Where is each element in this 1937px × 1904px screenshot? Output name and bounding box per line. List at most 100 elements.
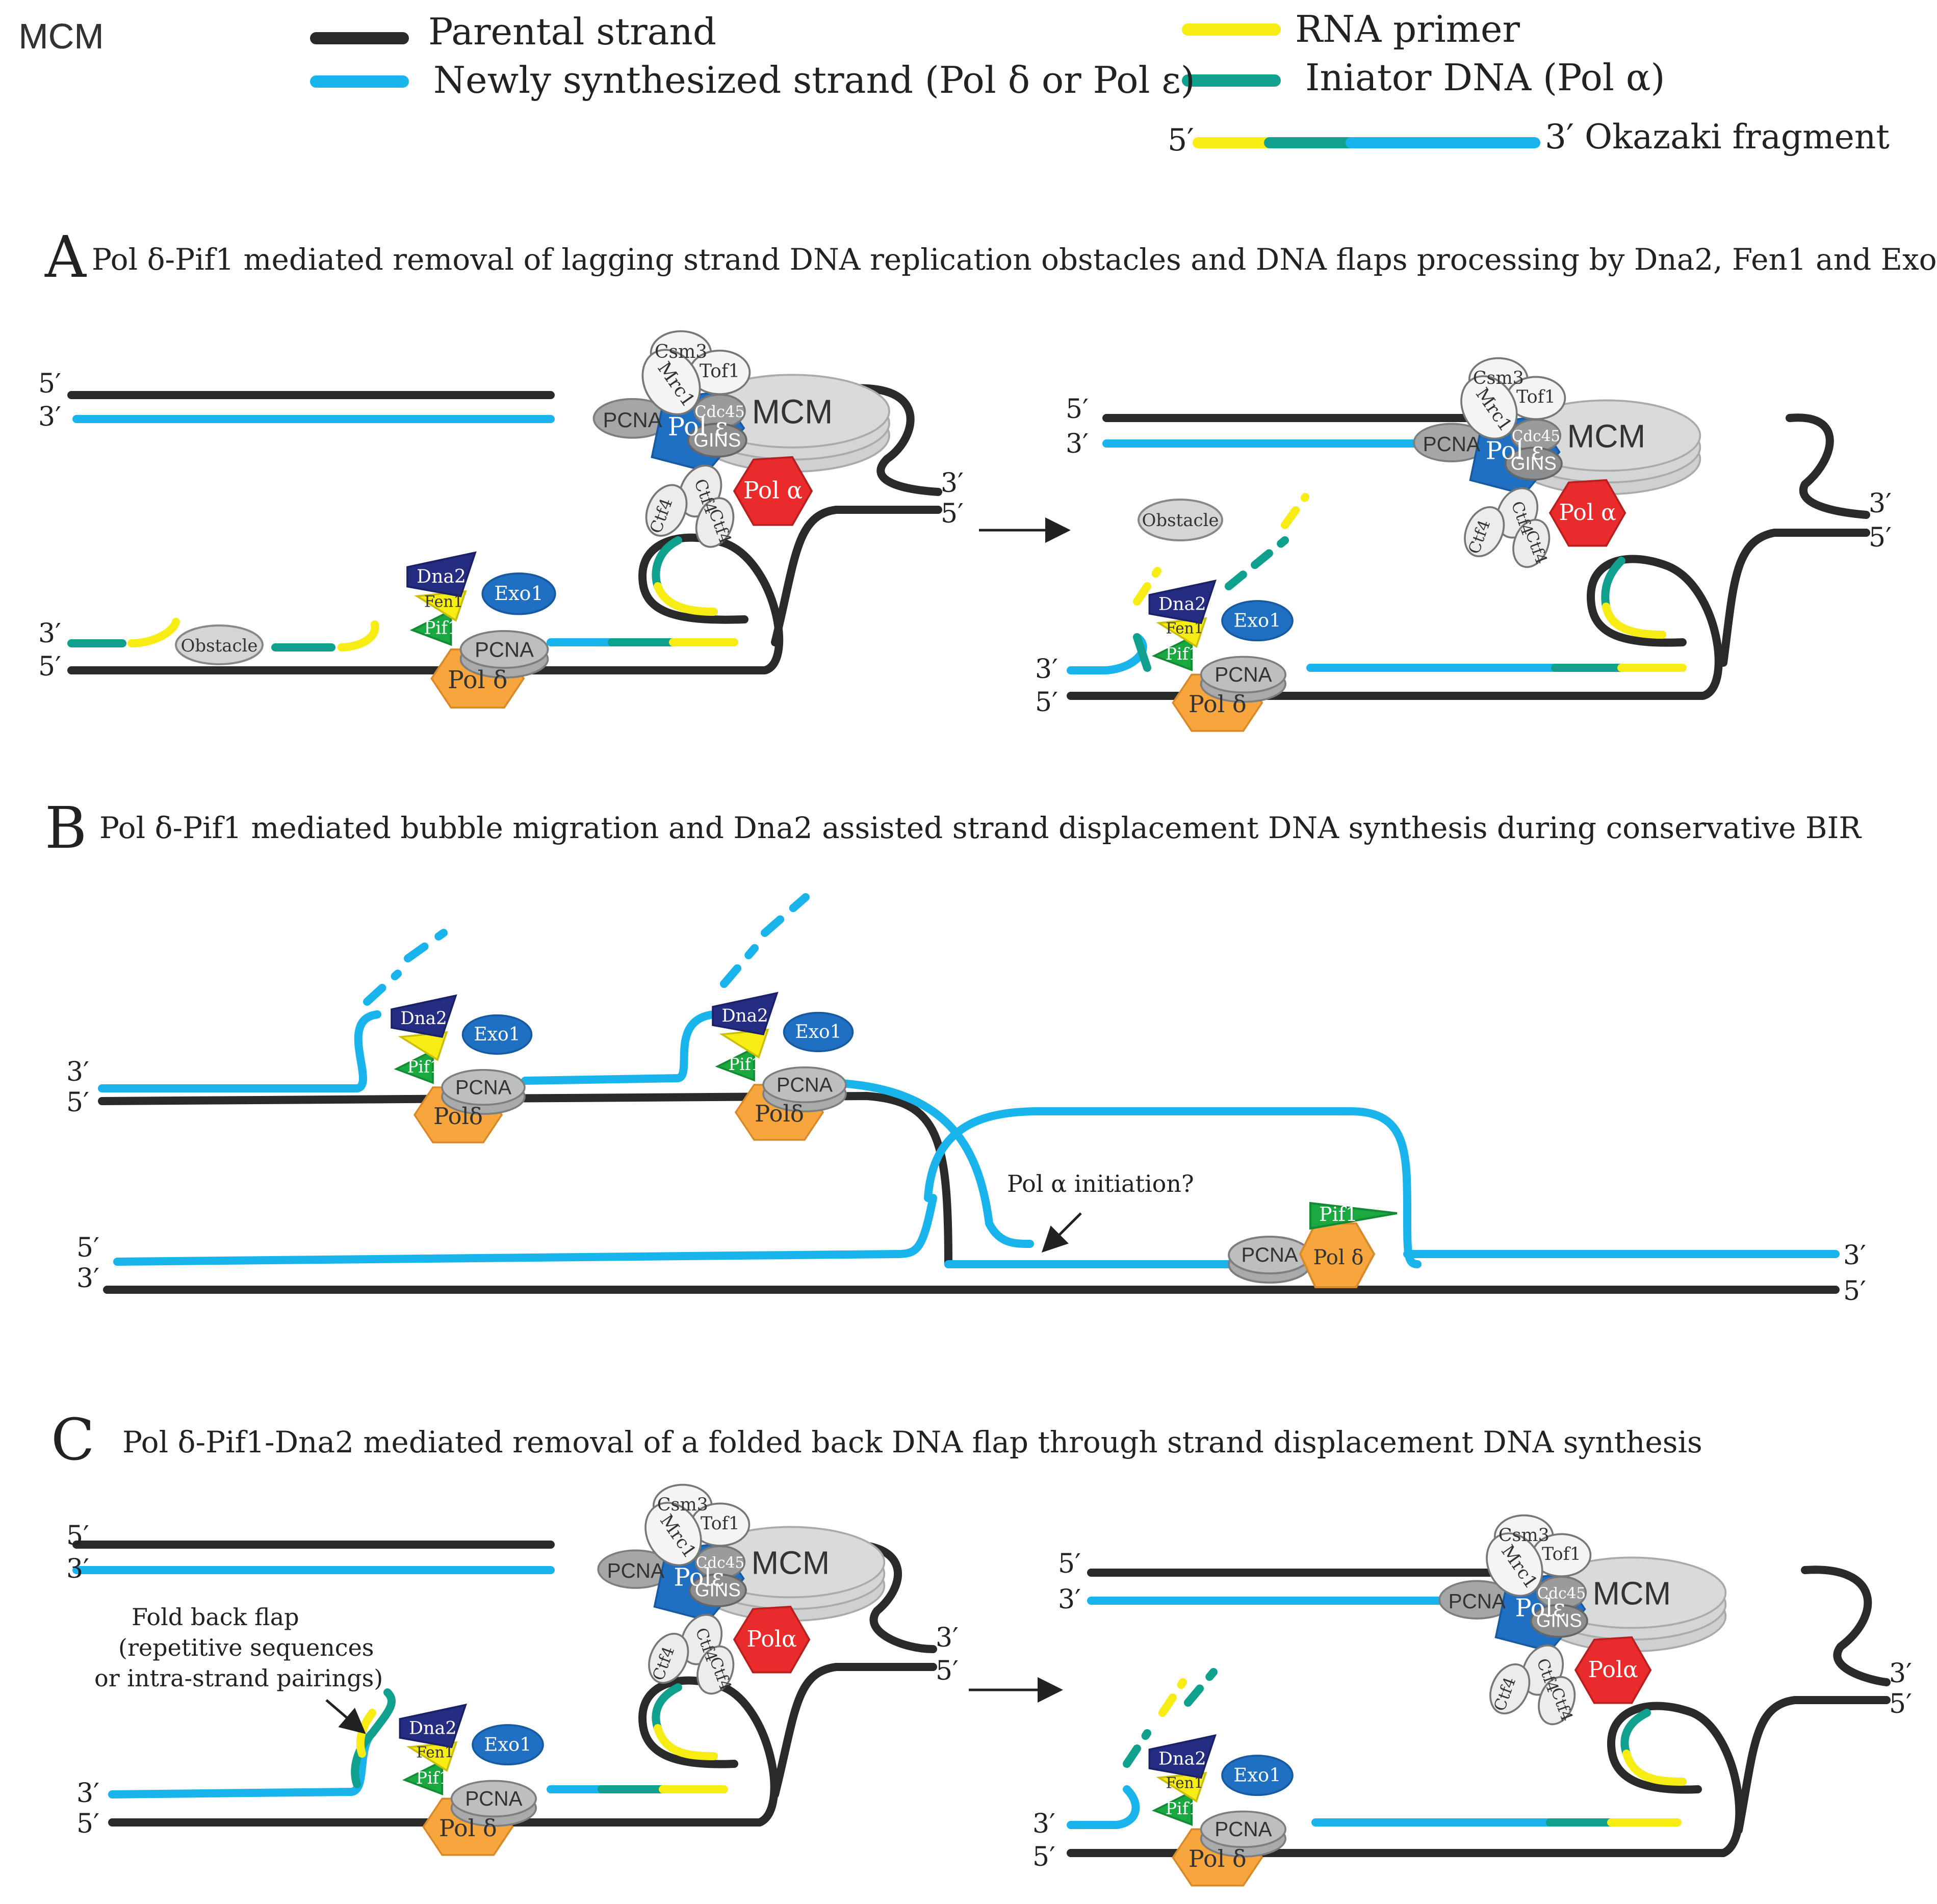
a2-three-top: 3′ [1066,429,1089,459]
a2-tof1-label: Tof1 [0,0,6,5]
c2-replisome-shapes [1438,1514,1727,1731]
c1-mcm-label: MCM [18,16,104,56]
c1-fork-parental-top [832,1540,937,1653]
c1-flap-init-top [368,1688,396,1737]
a2-flap-init-dash [1225,536,1289,590]
a2-five-bottom: 5′ [1035,687,1058,718]
c1-three-fork: 3′ [936,1623,959,1653]
c1-cdc45-label: Cdc45 [0,27,11,46]
c2-loop-rna [1622,1750,1687,1786]
c1-csm3-label: Csm3 [657,1495,708,1515]
a2-five-top: 5′ [1066,394,1089,425]
a1-fork-parental-top [832,384,942,496]
c1-pol-epsilon-label: Polε [674,1563,724,1592]
c1-three-bottom: 3′ [76,1778,99,1809]
a1-loop-initiator [652,536,682,590]
c1-dna2-label: Dna2 [409,1718,457,1738]
c1-loop-rna [654,1724,718,1760]
a1-csm3-label: Csm3 [655,341,707,362]
c1-fen1-label: Fen1 [416,1743,454,1761]
b2-pif1-label: Pif1 [729,1055,762,1074]
c1-five-bottom: 5′ [76,1809,99,1839]
a1-five-fork: 5′ [941,499,964,529]
c1-pol-alpha-label: Polα [13,105,68,134]
a1-cdc45-label: Cdc45 [0,27,11,46]
b3-polymerase-complex: PCNA Pol δ Pif1 [1228,1202,1398,1288]
c2-pol-delta-label: Pol δ [1189,1845,1247,1872]
b1-pol-delta-label: Polδ [433,1103,483,1130]
b1-dna2-label: Dna2 [400,1008,447,1029]
b-new-strand-1 [98,1010,381,1092]
b-new-strand-2 [521,1010,718,1085]
a1-okazaki-2-rna [338,620,379,651]
a2-mcm-label: MCM [18,16,104,56]
a2-pol-delta-label: Pol δ [1189,690,1247,718]
a2-flap-base [1067,633,1147,674]
a2-gins-label: GINS [1511,453,1557,474]
a2-pcna-label: PCNA [1215,663,1272,686]
c2-three-bottom: 3′ [1032,1809,1055,1839]
a2-flap-rna-dash [1133,567,1161,606]
b3-pol-delta-label: Pol δ [1313,1246,1364,1269]
a1-pif1-label: Pif1 [424,618,458,639]
a1-okazaki-1-rna [127,618,180,647]
b-five-right: 5′ [1843,1276,1866,1307]
a1-gins-label: GINS [693,430,741,451]
a1-obstacle-label: Obstacle [180,636,257,656]
b1-pcna-label: PCNA [455,1077,512,1099]
a1-cdc45-label: Cdc45 [694,403,744,421]
c1-tof1-label: Tof1 [701,1514,740,1534]
a2-three-fork: 3′ [1869,488,1892,519]
c2-pol-alpha-label: Polα [13,105,68,134]
c1-five-fork: 5′ [936,1656,959,1686]
b3-pcna-label: PCNA [1241,1244,1298,1266]
a1-obstacle [175,624,264,665]
c2-exo1-label: Exo1 [1233,1764,1281,1786]
b1-pif1-label: Pif1 [407,1057,441,1077]
c1-pcna-label: PCNA [465,1787,522,1810]
a2-five-fork: 5′ [1869,523,1892,553]
a2-fork-parental-top [1786,413,1870,519]
a1-pol-epsilon-label: Pol ε [668,412,728,441]
c2-cdc45-label: Cdc45 [0,27,11,46]
a2-pol-epsilon-label: Pol ε [1486,437,1544,465]
a1-replisome-shapes [592,330,890,554]
b-flap-dash-2 [404,929,448,962]
a2-cdc45-label: Cdc45 [0,27,11,46]
a2-loop-initiator [1601,557,1625,611]
b-parental-top [98,1092,952,1268]
b3-pif1-label: Pif1 [1319,1203,1358,1225]
a1-loop-rna [654,582,718,616]
c1-exo1-label: Exo1 [484,1734,531,1756]
a2-pcna-label: PCNA [1423,432,1480,456]
b2-pcna-label: PCNA [777,1074,833,1097]
c1-five-top: 5′ [66,1521,89,1551]
c2-loop-initiator [1620,1709,1651,1758]
b-new-lower-left [113,1194,937,1266]
c2-fork-parental-top [1801,1566,1891,1686]
a2-dna2-label: Dna2 [1158,594,1206,614]
c2-three-top: 3′ [1058,1584,1081,1615]
c2-pol-epsilon-label: Polε [1515,1594,1565,1622]
a2-pif1-label: Pif1 [1166,644,1199,664]
c2-pol-alpha-label: Polα [1588,1657,1638,1683]
a1-tof1-label: Tof1 [700,360,740,382]
c1-flap-init [351,1729,376,1788]
a1-three-top: 3′ [38,402,61,432]
b-three-left-top: 3′ [66,1057,89,1087]
c2-gins-label: GINS [0,55,7,77]
c2-mcm-label: MCM [1593,1575,1671,1611]
a2-pol-alpha-label: Pol α [10,105,72,134]
a2-csm3-label: Csm3 [1473,368,1524,388]
b-three-right: 3′ [1843,1240,1866,1271]
a1-mcm-label: MCM [18,16,104,56]
